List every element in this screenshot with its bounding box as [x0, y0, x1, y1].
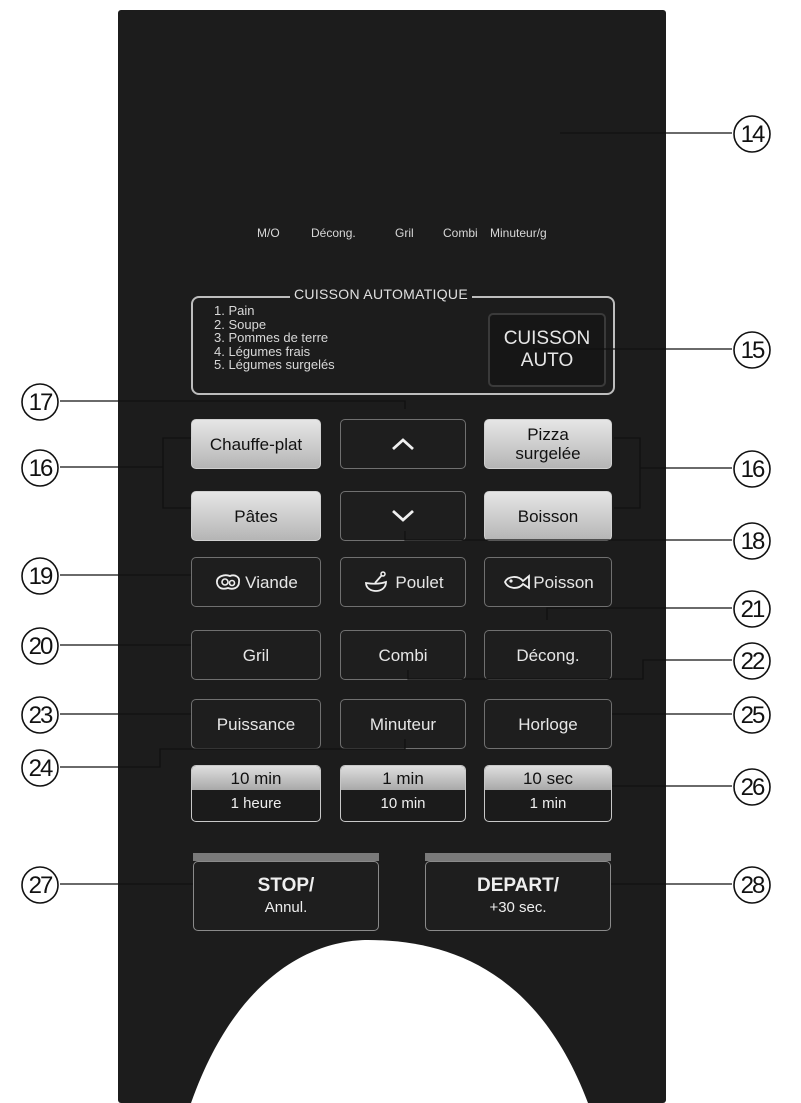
time-10sec-button[interactable]: 10 sec 1 min — [484, 765, 612, 822]
callout-number: 27 — [21, 866, 59, 904]
stop-label-1: STOP/ — [257, 874, 315, 896]
depart-indicator-bar — [425, 853, 611, 861]
svg-text:19: 19 — [29, 563, 53, 590]
stop-annul-button[interactable]: STOP/ Annul. — [193, 861, 379, 931]
stop-indicator-bar — [193, 853, 379, 861]
indicator-decong: Décong. — [311, 226, 356, 240]
svg-text:16: 16 — [29, 455, 53, 482]
gril-button[interactable]: Gril — [191, 630, 321, 680]
svg-text:21: 21 — [741, 596, 765, 623]
pizza-label-1: Pizza — [527, 425, 569, 444]
indicator-gril: Gril — [395, 226, 414, 240]
combi-button[interactable]: Combi — [340, 630, 466, 680]
cuisson-auto-label-1: CUISSON — [503, 328, 591, 349]
poulet-button[interactable]: Poulet — [340, 557, 466, 607]
svg-text:15: 15 — [741, 337, 765, 364]
svg-text:24: 24 — [29, 755, 53, 782]
indicator-minuteur: Minuteur/g — [490, 226, 547, 240]
time-1heure-label: 1 heure — [230, 795, 282, 812]
callout-number: 23 — [21, 696, 59, 734]
horloge-button[interactable]: Horloge — [484, 699, 612, 749]
up-arrow-button[interactable] — [340, 419, 466, 469]
poisson-label: Poisson — [533, 572, 594, 592]
time-10min-label: 10 min — [192, 766, 320, 790]
svg-text:27: 27 — [29, 872, 53, 899]
svg-text:28: 28 — [741, 872, 765, 899]
cuisson-auto-label-2: AUTO — [520, 350, 574, 371]
auto-cook-item: 1. Pain — [214, 303, 255, 318]
depart-button[interactable]: DEPART/ +30 sec. — [425, 861, 611, 931]
depart-label-1: DEPART/ — [477, 874, 559, 896]
callout-number: 28 — [733, 866, 771, 904]
svg-text:23: 23 — [29, 702, 53, 729]
time-10min-button[interactable]: 10 min 1 heure — [191, 765, 321, 822]
chevron-up-icon — [392, 438, 414, 451]
stop-label-2: Annul. — [264, 898, 308, 916]
poisson-button[interactable]: Poisson — [484, 557, 612, 607]
time-1min-label: 1 min — [341, 766, 465, 790]
auto-cook-item: 5. Légumes surgelés — [214, 357, 335, 372]
svg-text:18: 18 — [741, 528, 765, 555]
time-1min-button[interactable]: 1 min 10 min — [340, 765, 466, 822]
callout-number: 15 — [733, 331, 771, 369]
indicator-combi: Combi — [443, 226, 478, 240]
callout-number: 18 — [733, 522, 771, 560]
callout-number: 22 — [733, 642, 771, 680]
callout-number: 19 — [21, 557, 59, 595]
meat-icon — [216, 574, 241, 590]
chicken-icon — [365, 571, 388, 592]
down-arrow-button[interactable] — [340, 491, 466, 541]
control-panel: M/O Décong. Gril Combi Minuteur/g CUISSO… — [118, 10, 666, 1103]
callout-number: 20 — [21, 627, 59, 665]
cuisson-auto-button[interactable]: CUISSON AUTO — [488, 313, 606, 387]
auto-cook-title: CUISSON AUTOMATIQUE — [290, 286, 472, 302]
minuteur-button[interactable]: Minuteur — [340, 699, 466, 749]
svg-text:17: 17 — [29, 389, 53, 416]
callout-number: 26 — [733, 768, 771, 806]
time-10sec-label: 10 sec — [485, 766, 611, 790]
svg-text:26: 26 — [741, 774, 765, 801]
svg-text:16: 16 — [741, 456, 765, 483]
svg-text:20: 20 — [29, 633, 53, 660]
auto-cook-list: 1. Pain 2. Soupe 3. Pommes de terre 4. L… — [214, 304, 335, 372]
chauffe-plat-button[interactable]: Chauffe-plat — [191, 419, 321, 469]
callout-number: 17 — [21, 383, 59, 421]
boisson-button[interactable]: Boisson — [484, 491, 612, 541]
pizza-label-2: surgelée — [515, 444, 581, 463]
viande-button[interactable]: Viande — [191, 557, 321, 607]
svg-text:25: 25 — [741, 702, 765, 729]
callout-number: 21 — [733, 590, 771, 628]
auto-cook-item: 4. Légumes frais — [214, 343, 311, 359]
svg-text:14: 14 — [741, 121, 765, 148]
chevron-down-icon — [392, 509, 414, 522]
time-1min-b-label: 1 min — [529, 795, 567, 812]
auto-cook-item: 2. Soupe — [214, 316, 267, 332]
puissance-button[interactable]: Puissance — [191, 699, 321, 749]
callout-number: 14 — [733, 115, 771, 153]
time-10min-b-label: 10 min — [380, 795, 426, 812]
pizza-surgelee-button[interactable]: Pizza surgelée — [484, 419, 612, 469]
pates-button[interactable]: Pâtes — [191, 491, 321, 541]
callout-number: 25 — [733, 696, 771, 734]
callout-number: 16 — [733, 450, 771, 488]
callout-number: 24 — [21, 749, 59, 787]
svg-text:22: 22 — [741, 648, 765, 675]
poulet-label: Poulet — [395, 572, 444, 592]
callout-number: 16 — [21, 449, 59, 487]
auto-cook-item: 3. Pommes de terre — [214, 330, 329, 345]
indicator-mo: M/O — [257, 226, 280, 240]
depart-label-2: +30 sec. — [489, 898, 547, 916]
viande-label: Viande — [245, 572, 298, 592]
fish-icon — [504, 574, 531, 590]
door-cutout — [191, 940, 588, 1103]
